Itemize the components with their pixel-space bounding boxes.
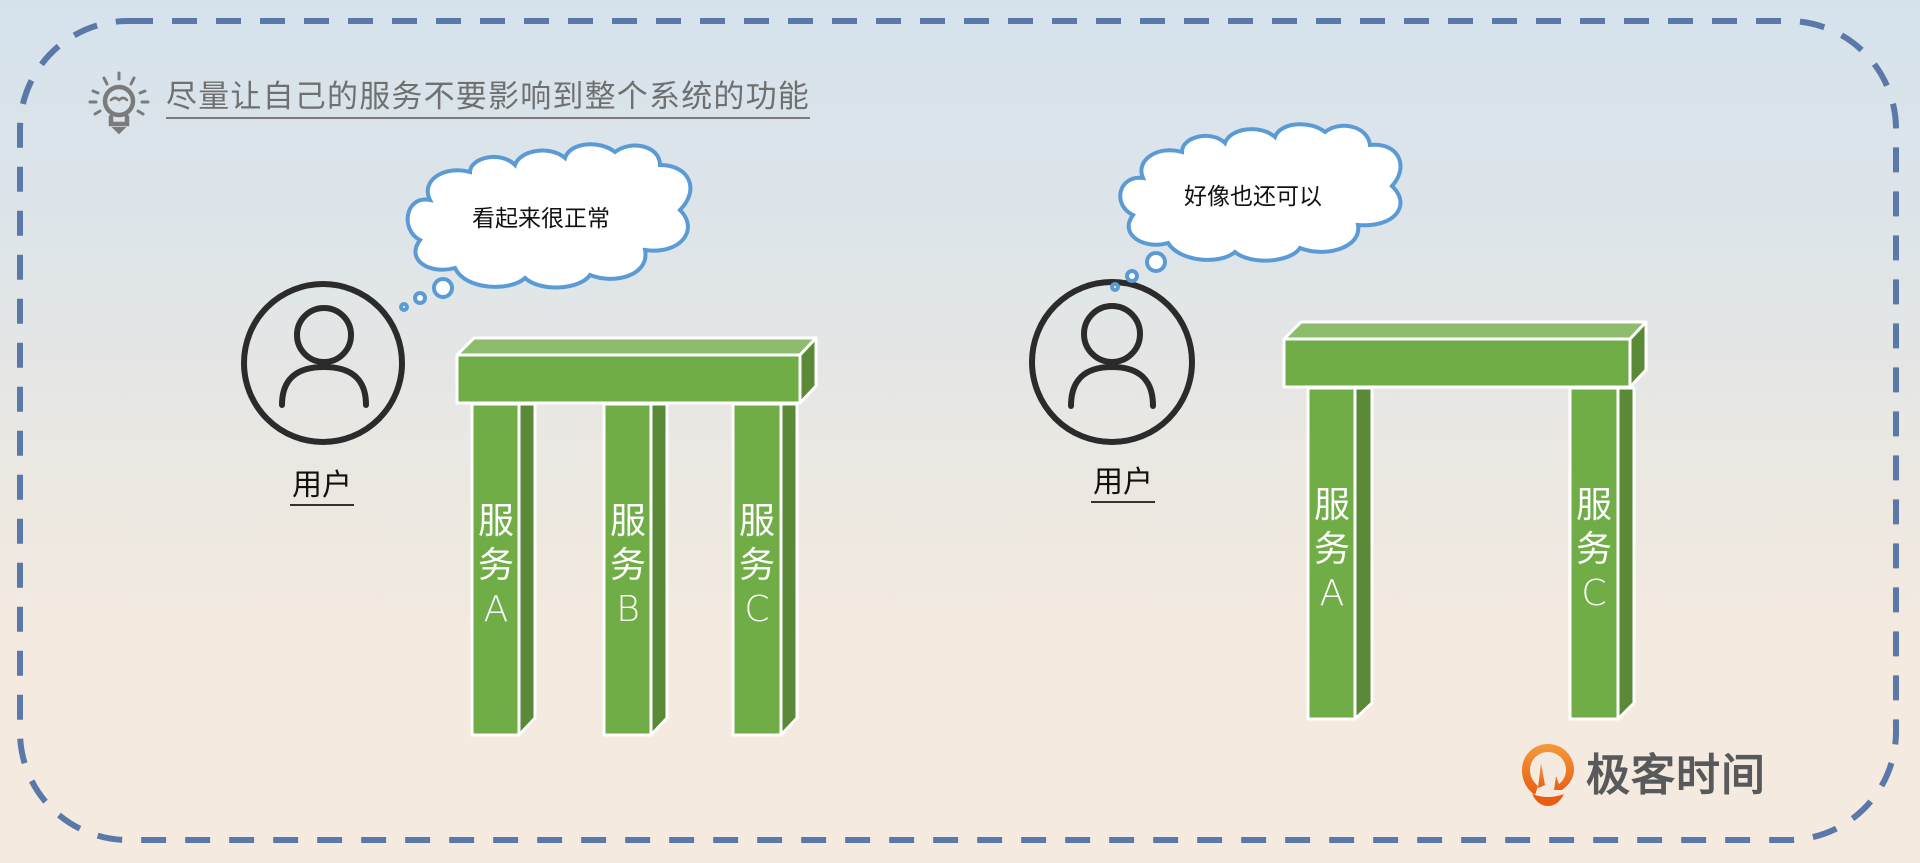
thought-cloud bbox=[399, 142, 693, 312]
pillar-text: A bbox=[1319, 573, 1345, 614]
service-table-right bbox=[1282, 320, 1648, 721]
page-title: 尽量让自己的服务不要影响到整个系统的功能 bbox=[166, 78, 810, 119]
pillar-label-service-c: 服 务 C bbox=[733, 500, 781, 632]
geektime-logo-icon bbox=[1522, 744, 1574, 806]
pillar-text: 服 bbox=[477, 501, 514, 542]
pillar-label-service-a: 服 务 A bbox=[472, 500, 520, 632]
pillar-text: B bbox=[616, 589, 640, 630]
user-icon bbox=[1029, 279, 1195, 445]
pillar-label-service-b: 服 务 B bbox=[604, 500, 652, 632]
pillar-text: C bbox=[1581, 573, 1607, 614]
pillar-text: C bbox=[744, 589, 770, 630]
dashed-frame bbox=[17, 18, 1899, 843]
pillar-text: 务 bbox=[1313, 529, 1350, 570]
pillar-text: 服 bbox=[609, 501, 646, 542]
pillar-text: 务 bbox=[738, 545, 775, 586]
pillar-text: 务 bbox=[1575, 529, 1612, 570]
user-icon bbox=[241, 281, 405, 445]
pillar-text: 务 bbox=[609, 545, 646, 586]
pillar-text: A bbox=[483, 589, 509, 630]
user-label-right: 用户 bbox=[1091, 465, 1155, 503]
service-table-left bbox=[455, 336, 818, 737]
pillar-label-service-a: 服 务 A bbox=[1308, 484, 1356, 616]
pillar-label-service-c: 服 务 C bbox=[1570, 484, 1618, 616]
lightbulb-icon bbox=[88, 71, 150, 135]
pillar-text: 务 bbox=[477, 545, 514, 586]
logo-text: 极客时间 bbox=[1586, 750, 1766, 801]
pillar-text: 服 bbox=[738, 501, 775, 542]
user-label-left: 用户 bbox=[290, 468, 354, 506]
thought-cloud bbox=[1110, 122, 1403, 292]
pillar-text: 服 bbox=[1313, 485, 1350, 526]
pillar-text: 服 bbox=[1575, 485, 1612, 526]
thought-text-right: 好像也还可以 bbox=[1184, 184, 1322, 210]
thought-text-left: 看起来很正常 bbox=[472, 206, 610, 232]
